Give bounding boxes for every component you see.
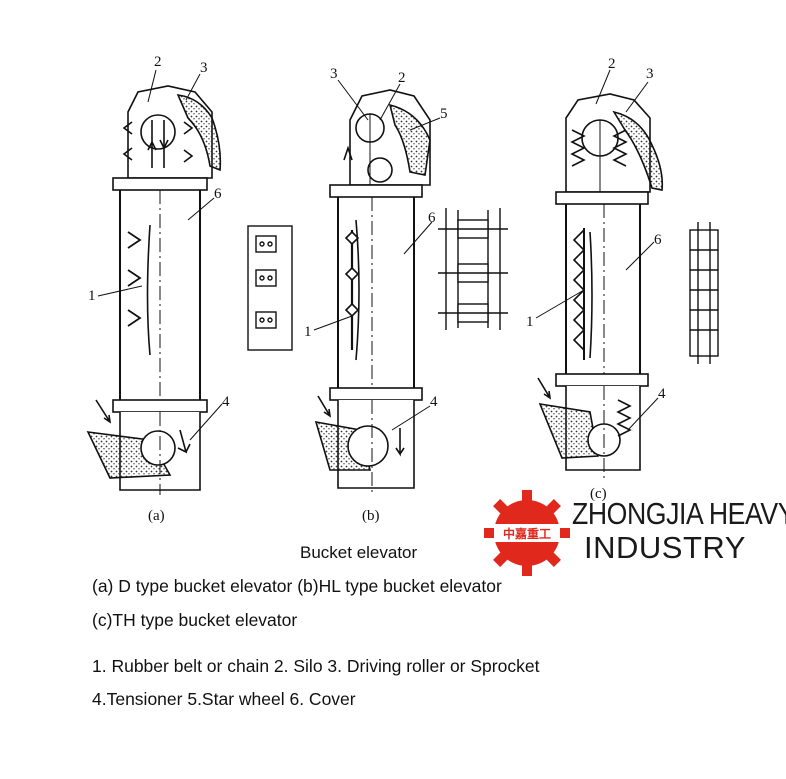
elevator-a bbox=[86, 85, 222, 495]
silo-chute-a bbox=[176, 94, 222, 172]
cover-a bbox=[119, 190, 201, 400]
part-number: 3 bbox=[330, 66, 338, 82]
legend-line-1: 1. Rubber belt or chain 2. Silo 3. Drivi… bbox=[92, 656, 540, 676]
tensioner-b bbox=[347, 425, 389, 467]
panel-label-b: (b) bbox=[362, 508, 380, 524]
part-number: 4 bbox=[430, 394, 438, 410]
part-number: 4 bbox=[658, 386, 666, 402]
figure-title: Bucket elevator bbox=[300, 543, 418, 562]
bucket-elevator-diagram: 2 3 6 1 4 3 2 5 6 1 4 2 3 6 1 4 (a) (b) … bbox=[86, 54, 719, 524]
logo-text: 中嘉重工 bbox=[503, 526, 551, 541]
part-number: 6 bbox=[654, 232, 662, 248]
part-number: 3 bbox=[646, 66, 654, 82]
chain-detail-a bbox=[247, 225, 293, 351]
drive-roller-a bbox=[140, 114, 176, 150]
part-number: 2 bbox=[398, 70, 406, 86]
chain-detail-c bbox=[689, 222, 719, 364]
silo-chute-c bbox=[612, 110, 664, 191]
part-number: 1 bbox=[88, 288, 96, 304]
caption-line-1: (a) D type bucket elevator (b)HL type bu… bbox=[92, 576, 502, 596]
part-number: 1 bbox=[304, 324, 312, 340]
part-number: 3 bbox=[200, 60, 208, 76]
elevator-b bbox=[314, 89, 431, 495]
feed-chute-c bbox=[538, 402, 599, 459]
brand-line-2: INDUSTRY bbox=[584, 530, 746, 565]
part-number: 2 bbox=[154, 54, 162, 70]
part-number: 6 bbox=[214, 186, 222, 202]
cover-b bbox=[337, 197, 415, 388]
part-number: 2 bbox=[608, 56, 616, 72]
company-logo: 中嘉重工 bbox=[484, 490, 570, 576]
chain-detail-b bbox=[438, 208, 508, 330]
elevator-c bbox=[537, 93, 664, 478]
tensioner-a bbox=[140, 430, 176, 466]
leader-lines bbox=[97, 69, 659, 441]
part-number: 1 bbox=[526, 314, 534, 330]
panel-label-c: (c) bbox=[590, 486, 607, 502]
brand-line-1: ZHONGJIA HEAVY bbox=[572, 496, 786, 531]
part-numbers: 2 3 6 1 4 3 2 5 6 1 4 2 3 6 1 4 bbox=[88, 54, 666, 410]
legend-line-2: 4.Tensioner 5.Star wheel 6. Cover bbox=[92, 689, 356, 709]
silo-chute-b bbox=[388, 103, 431, 176]
part-number: 6 bbox=[428, 210, 436, 226]
part-number: 5 bbox=[440, 106, 448, 122]
panel-label-a: (a) bbox=[148, 508, 165, 524]
star-wheel-b bbox=[367, 157, 393, 183]
part-number: 4 bbox=[222, 394, 230, 410]
caption-line-2: (c)TH type bucket elevator bbox=[92, 610, 298, 630]
cover-c bbox=[565, 204, 641, 374]
